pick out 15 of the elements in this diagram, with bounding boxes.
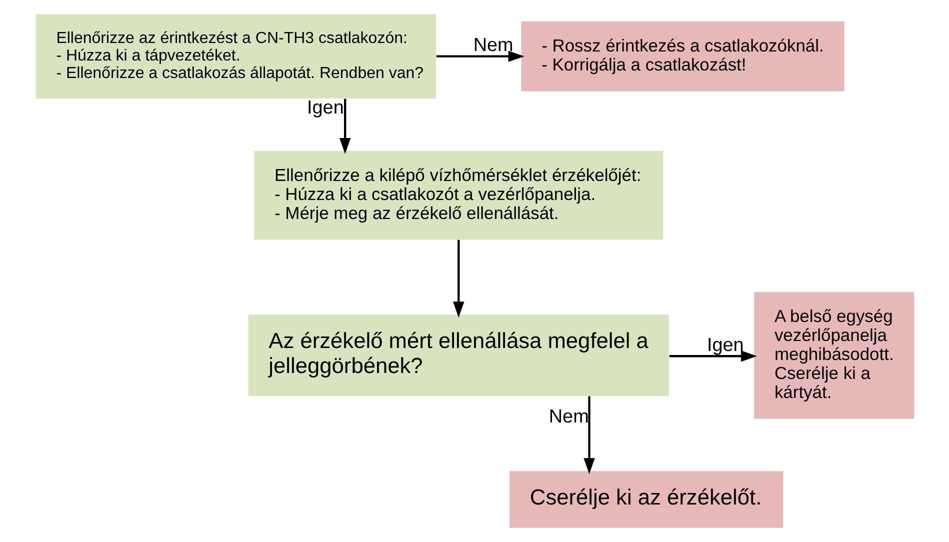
arrow — [436, 50, 524, 62]
arrow — [452, 240, 464, 318]
node-box: Ellenőrizze a kilépő vízhőmérséklet érzékelőjét: - Húzza ki a csatlakozót a vezérlőpanelja. - Mérje meg az érzékelő ellenállását. — [254, 150, 663, 240]
arrow — [583, 396, 594, 474]
edge-label: Igen — [706, 334, 744, 356]
node-box: A belső egység vezérlőpanelja meghibásodott. Cserélje ki a kártyát. — [754, 292, 914, 419]
node-box: - Rossz érintkezés a csatlakozóknál. - Korrigálja a csatlakozást! — [520, 21, 844, 92]
edge-label: Nem — [472, 35, 513, 56]
arrow — [338, 98, 350, 154]
edge-label: Igen — [306, 98, 344, 119]
node-box: Cserélje ki az érzékelőt. — [509, 471, 783, 528]
node-box: Ellenőrizze az érintkezést a CN-TH3 csatlakozón: - Húzza ki a tápvezetéket. - Ellenőrizze a csatlakozás állapotát. Rendben van? — [35, 14, 436, 99]
node-box: Az érzékelő mért ellenállása megfelel a jelleggörbének? — [248, 314, 668, 396]
edge-label: Nem — [548, 406, 588, 428]
arrow — [668, 350, 757, 362]
